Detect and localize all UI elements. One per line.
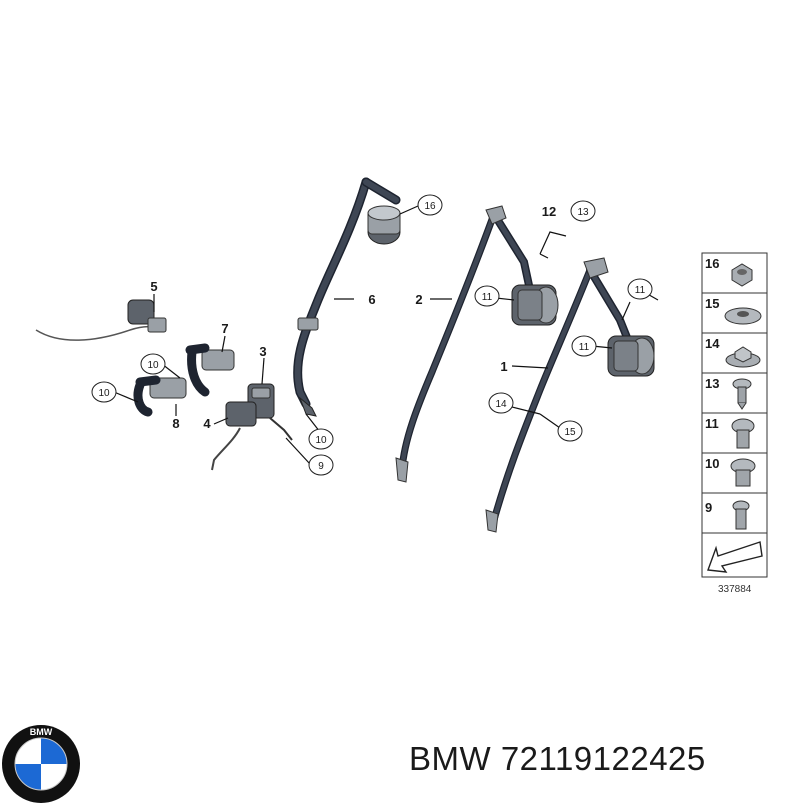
callout-circle-11-right: 11 bbox=[571, 335, 597, 357]
upper-anchor-1 bbox=[583, 257, 609, 279]
svg-text:9: 9 bbox=[705, 500, 712, 515]
svg-text:11: 11 bbox=[579, 342, 590, 353]
belt-anchor-6 bbox=[298, 396, 317, 417]
callout-circle-11-left: 11 bbox=[474, 285, 500, 307]
upper-anchor-2 bbox=[485, 205, 507, 225]
buckle-4 bbox=[211, 401, 257, 471]
callout-circle-13: 13 bbox=[570, 200, 596, 222]
svg-text:15: 15 bbox=[564, 427, 576, 438]
diagram-number: 337884 bbox=[718, 584, 752, 595]
washer-icon bbox=[724, 307, 762, 325]
bolt-icon bbox=[732, 500, 750, 530]
svg-text:10: 10 bbox=[147, 360, 159, 371]
buckle-8 bbox=[133, 375, 187, 417]
torx-bolt-short-icon bbox=[730, 458, 756, 487]
svg-text:10: 10 bbox=[705, 456, 719, 471]
callout-circle-9: 9 bbox=[308, 454, 334, 476]
callout-12: 12 bbox=[542, 204, 556, 219]
direction-arrow-icon bbox=[707, 541, 763, 573]
legend-item-13 bbox=[701, 372, 768, 414]
brand-name: BMW bbox=[409, 740, 492, 777]
callout-5: 5 bbox=[150, 279, 157, 294]
svg-text:13: 13 bbox=[577, 207, 589, 218]
rear-right-seat-belt-1 bbox=[485, 257, 655, 533]
part-number: 72119122425 bbox=[500, 740, 706, 777]
buckle-5 bbox=[35, 299, 167, 341]
callout-7: 7 bbox=[221, 321, 228, 336]
torx-bolt-icon bbox=[731, 418, 755, 449]
small-screw-icon bbox=[732, 378, 752, 410]
legend-item-11 bbox=[701, 412, 768, 454]
callout-3: 3 bbox=[259, 344, 266, 359]
svg-text:11: 11 bbox=[635, 285, 646, 296]
rear-left-seat-belt-2 bbox=[395, 205, 559, 483]
logo-lettering: BMW bbox=[30, 727, 53, 737]
callout-circle-10-left: 10 bbox=[91, 381, 117, 403]
callout-circle-10-center: 10 bbox=[308, 428, 334, 450]
svg-text:14: 14 bbox=[495, 399, 507, 410]
callout-4: 4 bbox=[203, 416, 211, 431]
callout-6: 6 bbox=[368, 292, 375, 307]
retractor-1 bbox=[607, 335, 655, 377]
svg-text:9: 9 bbox=[318, 461, 324, 472]
callout-2: 2 bbox=[415, 292, 422, 307]
hex-nut-icon bbox=[731, 263, 753, 287]
center-seat-belt-6 bbox=[293, 177, 401, 417]
callout-8: 8 bbox=[172, 416, 179, 431]
flanged-nut-icon bbox=[725, 346, 761, 368]
svg-text:16: 16 bbox=[705, 256, 719, 271]
svg-text:11: 11 bbox=[482, 292, 493, 303]
callout-1: 1 bbox=[500, 359, 507, 374]
part-caption: BMW 72119122425 bbox=[409, 740, 706, 778]
lower-anchor-1 bbox=[485, 509, 499, 533]
bmw-logo-icon: BMW bbox=[2, 725, 80, 803]
callout-circle-11-right-top: 11 bbox=[627, 278, 653, 300]
bracket-12 bbox=[539, 231, 567, 259]
callout-circle-14: 14 bbox=[488, 392, 514, 414]
belt-guide-6 bbox=[297, 317, 319, 331]
fastener-legend: 16 15 14 13 11 bbox=[701, 252, 768, 595]
buckle-7 bbox=[185, 343, 235, 397]
svg-text:16: 16 bbox=[424, 201, 436, 212]
lower-anchor-2 bbox=[395, 457, 409, 483]
svg-text:15: 15 bbox=[705, 296, 719, 311]
callout-circle-15: 15 bbox=[557, 420, 583, 442]
legend-item-9 bbox=[701, 492, 768, 534]
svg-text:10: 10 bbox=[98, 388, 110, 399]
svg-text:10: 10 bbox=[315, 435, 327, 446]
svg-text:11: 11 bbox=[705, 416, 719, 431]
retractor-drum-6 bbox=[367, 205, 401, 245]
retractor-2 bbox=[511, 284, 559, 326]
svg-text:13: 13 bbox=[705, 376, 719, 391]
svg-text:14: 14 bbox=[705, 336, 720, 351]
callout-circle-16: 16 bbox=[417, 194, 443, 216]
callout-circle-10-mid: 10 bbox=[140, 353, 166, 375]
